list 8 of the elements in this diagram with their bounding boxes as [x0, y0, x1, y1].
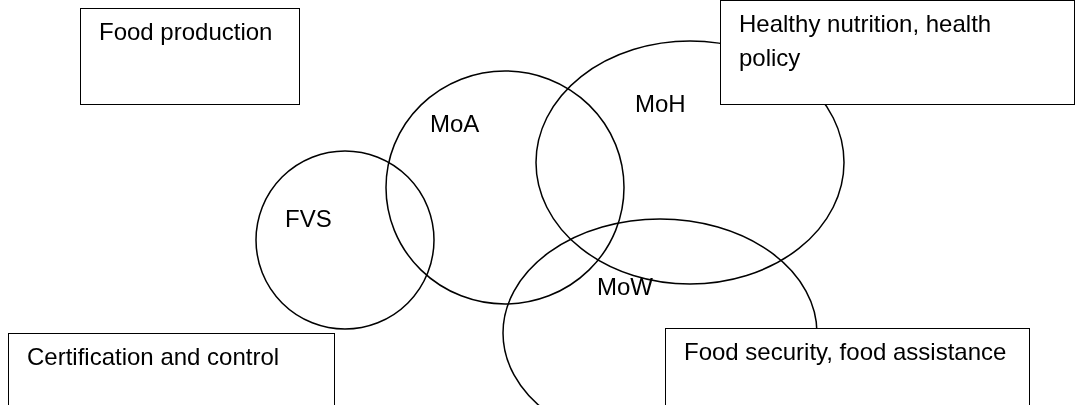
circle-label: MoH [635, 90, 686, 118]
text-box: Food production [80, 8, 300, 105]
circle-label: MoW [597, 273, 653, 301]
circle-label: FVS [285, 205, 332, 233]
circle-label: MoA [430, 110, 480, 138]
text-box: Healthy nutrition, health policy [720, 0, 1075, 105]
text-box: Certification and control [8, 333, 335, 405]
text-box: Food security, food assistance [665, 328, 1030, 405]
